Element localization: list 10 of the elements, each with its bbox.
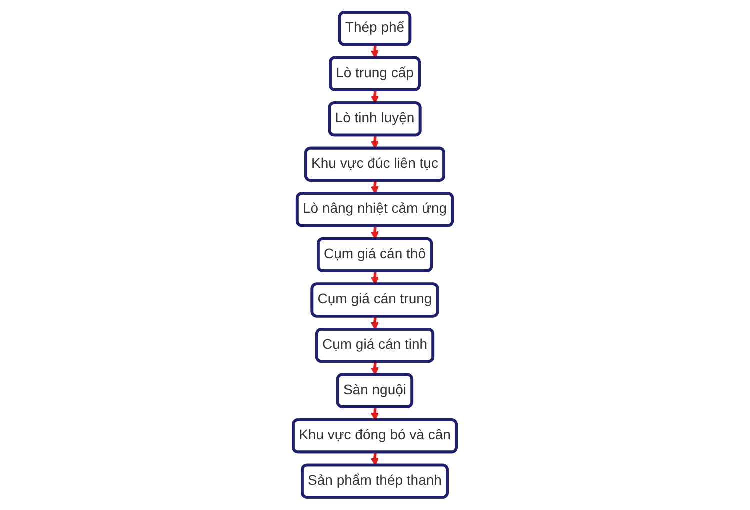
arrow bbox=[370, 362, 380, 376]
arrow bbox=[370, 90, 380, 104]
arrow bbox=[370, 226, 380, 240]
arrow bbox=[370, 45, 380, 59]
arrow bbox=[370, 136, 380, 150]
arrow bbox=[370, 407, 380, 421]
arrow bbox=[370, 452, 380, 466]
arrow bbox=[370, 316, 380, 330]
arrow bbox=[370, 271, 380, 286]
arrow bbox=[370, 180, 380, 194]
